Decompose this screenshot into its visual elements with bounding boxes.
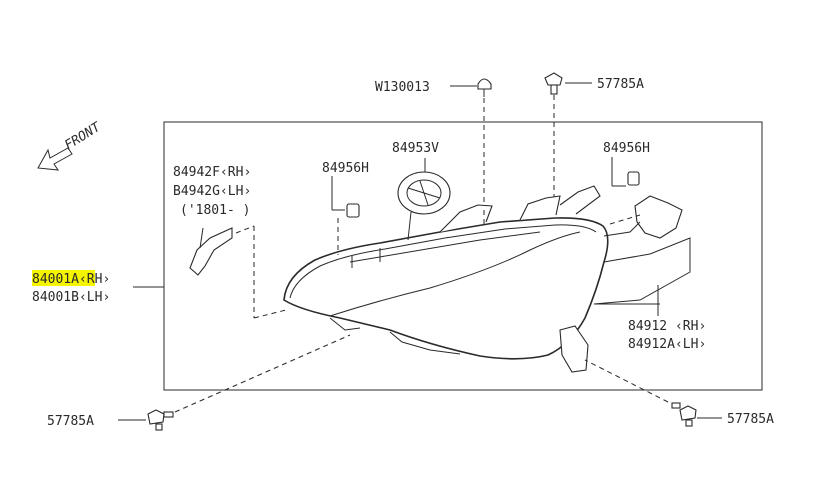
assembly-frame bbox=[163, 121, 763, 391]
label-w130013: W130013 bbox=[375, 80, 430, 95]
dash-84942-c bbox=[253, 309, 287, 319]
cap-84956h-left-icon bbox=[346, 203, 360, 218]
front-label: FRONT bbox=[62, 119, 104, 153]
label-84001a-highlight bbox=[32, 270, 95, 286]
cap-84956h-right-icon bbox=[627, 171, 640, 186]
dash-84942-a bbox=[235, 225, 255, 234]
label-84953v: 84953V bbox=[392, 141, 439, 156]
label-84956h-right: 84956H bbox=[603, 141, 650, 156]
label-84912a: 84912A‹LH› bbox=[628, 337, 706, 352]
label-57785a-top: 57785A bbox=[597, 77, 644, 92]
label-84956h-left: 84956H bbox=[322, 161, 369, 176]
dash-bulb-socket bbox=[609, 214, 641, 225]
label-84942-date: ('1801- ) bbox=[180, 203, 250, 218]
bulb-cap-84953v-icon bbox=[397, 171, 451, 215]
screw-57785a-right-icon bbox=[671, 402, 697, 427]
dash-57785a-left bbox=[174, 334, 351, 413]
dash-57785a-right bbox=[584, 359, 669, 403]
label-57785a-left: 57785A bbox=[47, 414, 94, 429]
screw-57785a-top-icon bbox=[544, 72, 563, 95]
label-84001a: 84001A‹RH› bbox=[32, 272, 110, 287]
label-84001b: 84001B‹LH› bbox=[32, 290, 110, 305]
headlamp-assembly-icon bbox=[283, 185, 691, 373]
label-57785a-right: 57785A bbox=[727, 412, 774, 427]
leader-84953v-down bbox=[407, 211, 412, 241]
trim-84942-icon bbox=[189, 227, 233, 276]
screw-57785a-left-icon bbox=[147, 409, 174, 431]
label-84942g: B4942G‹LH› bbox=[173, 184, 251, 199]
label-84912: 84912 ‹RH› bbox=[628, 319, 706, 334]
label-84942f: 84942F‹RH› bbox=[173, 165, 251, 180]
front-arrow-icon bbox=[37, 147, 73, 171]
bolt-w130013-icon bbox=[477, 78, 492, 97]
leader-84942 bbox=[199, 227, 204, 249]
